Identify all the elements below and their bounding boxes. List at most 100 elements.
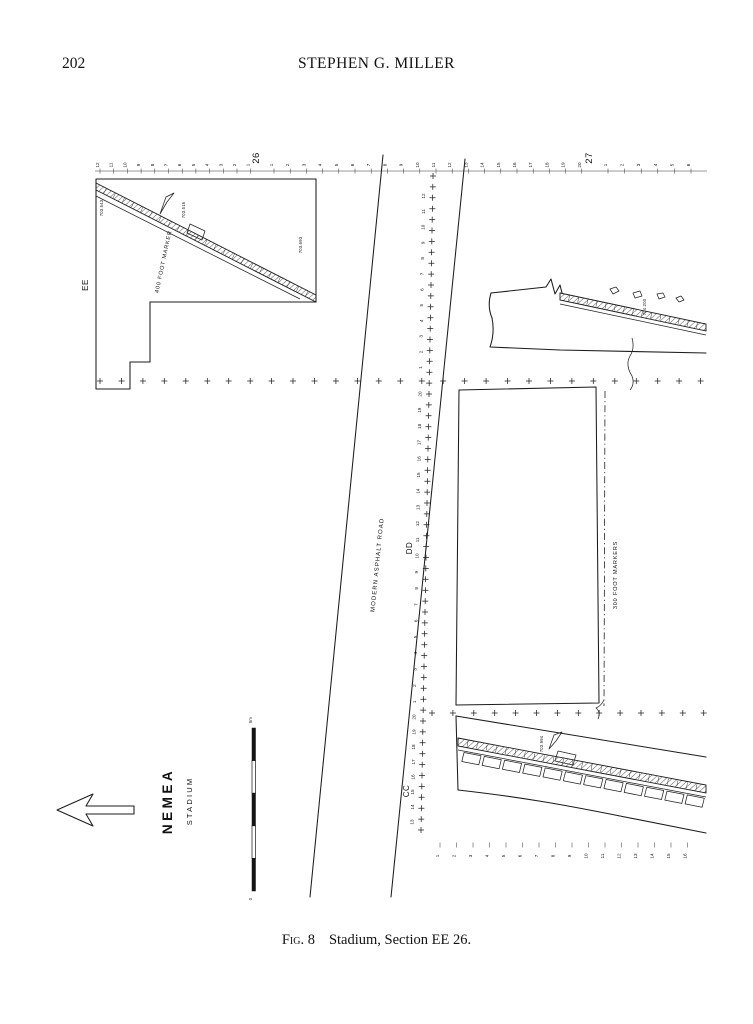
tick-label: 11	[415, 537, 420, 542]
tick-label: 1	[412, 700, 417, 703]
scale-segment	[251, 825, 256, 859]
grid-cross	[424, 456, 431, 463]
tick-label: 1	[418, 366, 423, 369]
grid-cross	[424, 500, 430, 506]
band-tick	[296, 285, 300, 292]
tick-label: 5	[419, 303, 424, 306]
tick-label: 11	[109, 162, 114, 167]
trench-bottom-edge	[457, 789, 707, 834]
band-tick	[286, 281, 291, 287]
tick-label: 12	[415, 521, 420, 527]
scale-segment	[251, 858, 256, 892]
band-tick	[609, 767, 612, 774]
grid-cross	[421, 663, 427, 670]
wall-block	[644, 786, 665, 800]
tick-label: 2	[285, 163, 290, 166]
grid-cross	[421, 619, 428, 626]
grid-cross	[429, 194, 436, 201]
tick-label: 4	[419, 319, 424, 322]
stones	[609, 286, 685, 303]
north-arrow	[56, 793, 135, 827]
trench-top-edge	[455, 715, 707, 758]
elevation-label: 704.200	[642, 298, 647, 315]
tick-label: 20	[418, 391, 423, 397]
grid-cross	[427, 336, 433, 343]
tick-label: 5	[501, 854, 506, 857]
band-tick	[504, 748, 507, 755]
band-tick	[668, 316, 671, 323]
band-tick	[250, 262, 254, 269]
tick-label: 10	[122, 162, 127, 168]
grid-label-26: 26	[251, 152, 262, 164]
band-tick	[604, 302, 607, 309]
band-tick	[577, 296, 580, 303]
grid-cross	[429, 227, 435, 234]
grid-cross	[354, 378, 361, 384]
tick-label: 19	[561, 162, 566, 168]
tick-label: 3	[419, 335, 424, 338]
band-tick	[543, 755, 545, 762]
wall-block	[542, 767, 563, 781]
grid-cross	[430, 173, 436, 179]
tick-label: 5	[669, 163, 674, 166]
grid-cross	[420, 674, 427, 681]
tick-label: 12	[447, 162, 452, 168]
tick-label: 11	[431, 162, 436, 167]
tick-label: 2	[620, 163, 625, 166]
survey-flag	[548, 731, 563, 750]
tick-label: 14	[480, 162, 485, 168]
marker-300-label: 300 FOOT MARKERS	[613, 541, 619, 609]
elevation-label: 703.516	[181, 201, 186, 218]
band-tick	[167, 220, 171, 227]
band-tick	[650, 312, 653, 319]
band-tick	[686, 782, 688, 789]
tick-label: 4	[413, 651, 418, 654]
grid-cross	[568, 378, 575, 384]
grid-cross	[422, 565, 429, 572]
tick-label: 7	[534, 854, 539, 857]
grid-cross	[268, 378, 275, 384]
grid-cross	[422, 576, 429, 583]
grid-cross	[421, 630, 428, 637]
grid-cross	[425, 423, 432, 430]
tick-label: 13	[415, 504, 420, 510]
tick-label: 18	[417, 423, 422, 429]
elevation-label: 703.693	[298, 236, 303, 253]
tick-label: 1	[603, 163, 608, 166]
tick-label: 9	[399, 163, 404, 166]
grid-cross	[429, 710, 435, 716]
tick-label: 4	[653, 163, 658, 166]
tick-label: 17	[411, 759, 416, 765]
grid-cross	[429, 216, 436, 223]
band-tick	[595, 300, 598, 307]
trench-left-edge	[455, 715, 459, 791]
scale-segment	[251, 727, 256, 761]
band-tick	[571, 760, 574, 767]
trench-outline	[455, 386, 600, 706]
crack-squiggle	[627, 337, 634, 391]
grid-cross	[225, 378, 232, 384]
tick-label: 7	[420, 272, 425, 275]
grid-cross	[418, 378, 425, 384]
wall-block	[623, 783, 644, 797]
band-tick	[277, 276, 281, 283]
wall-block	[664, 790, 685, 804]
tick-label: 6	[350, 163, 355, 166]
tick-label: 1	[435, 854, 440, 857]
grid-cross	[332, 378, 339, 384]
tick-label: 5	[413, 635, 418, 638]
band-tick	[186, 229, 190, 236]
grid-cross	[424, 489, 431, 496]
band-tick	[514, 749, 517, 756]
band-tick	[628, 771, 631, 778]
tick-label: 14	[650, 853, 655, 859]
band-tick	[641, 310, 643, 317]
grid-cross	[419, 728, 426, 735]
grid-cross	[428, 282, 434, 288]
grid-cross	[139, 378, 146, 384]
grid-cross	[422, 587, 429, 594]
tick-label: 9	[420, 241, 425, 244]
grid-cross	[426, 391, 432, 397]
band-tick	[305, 290, 309, 297]
grid-cross	[423, 532, 430, 539]
